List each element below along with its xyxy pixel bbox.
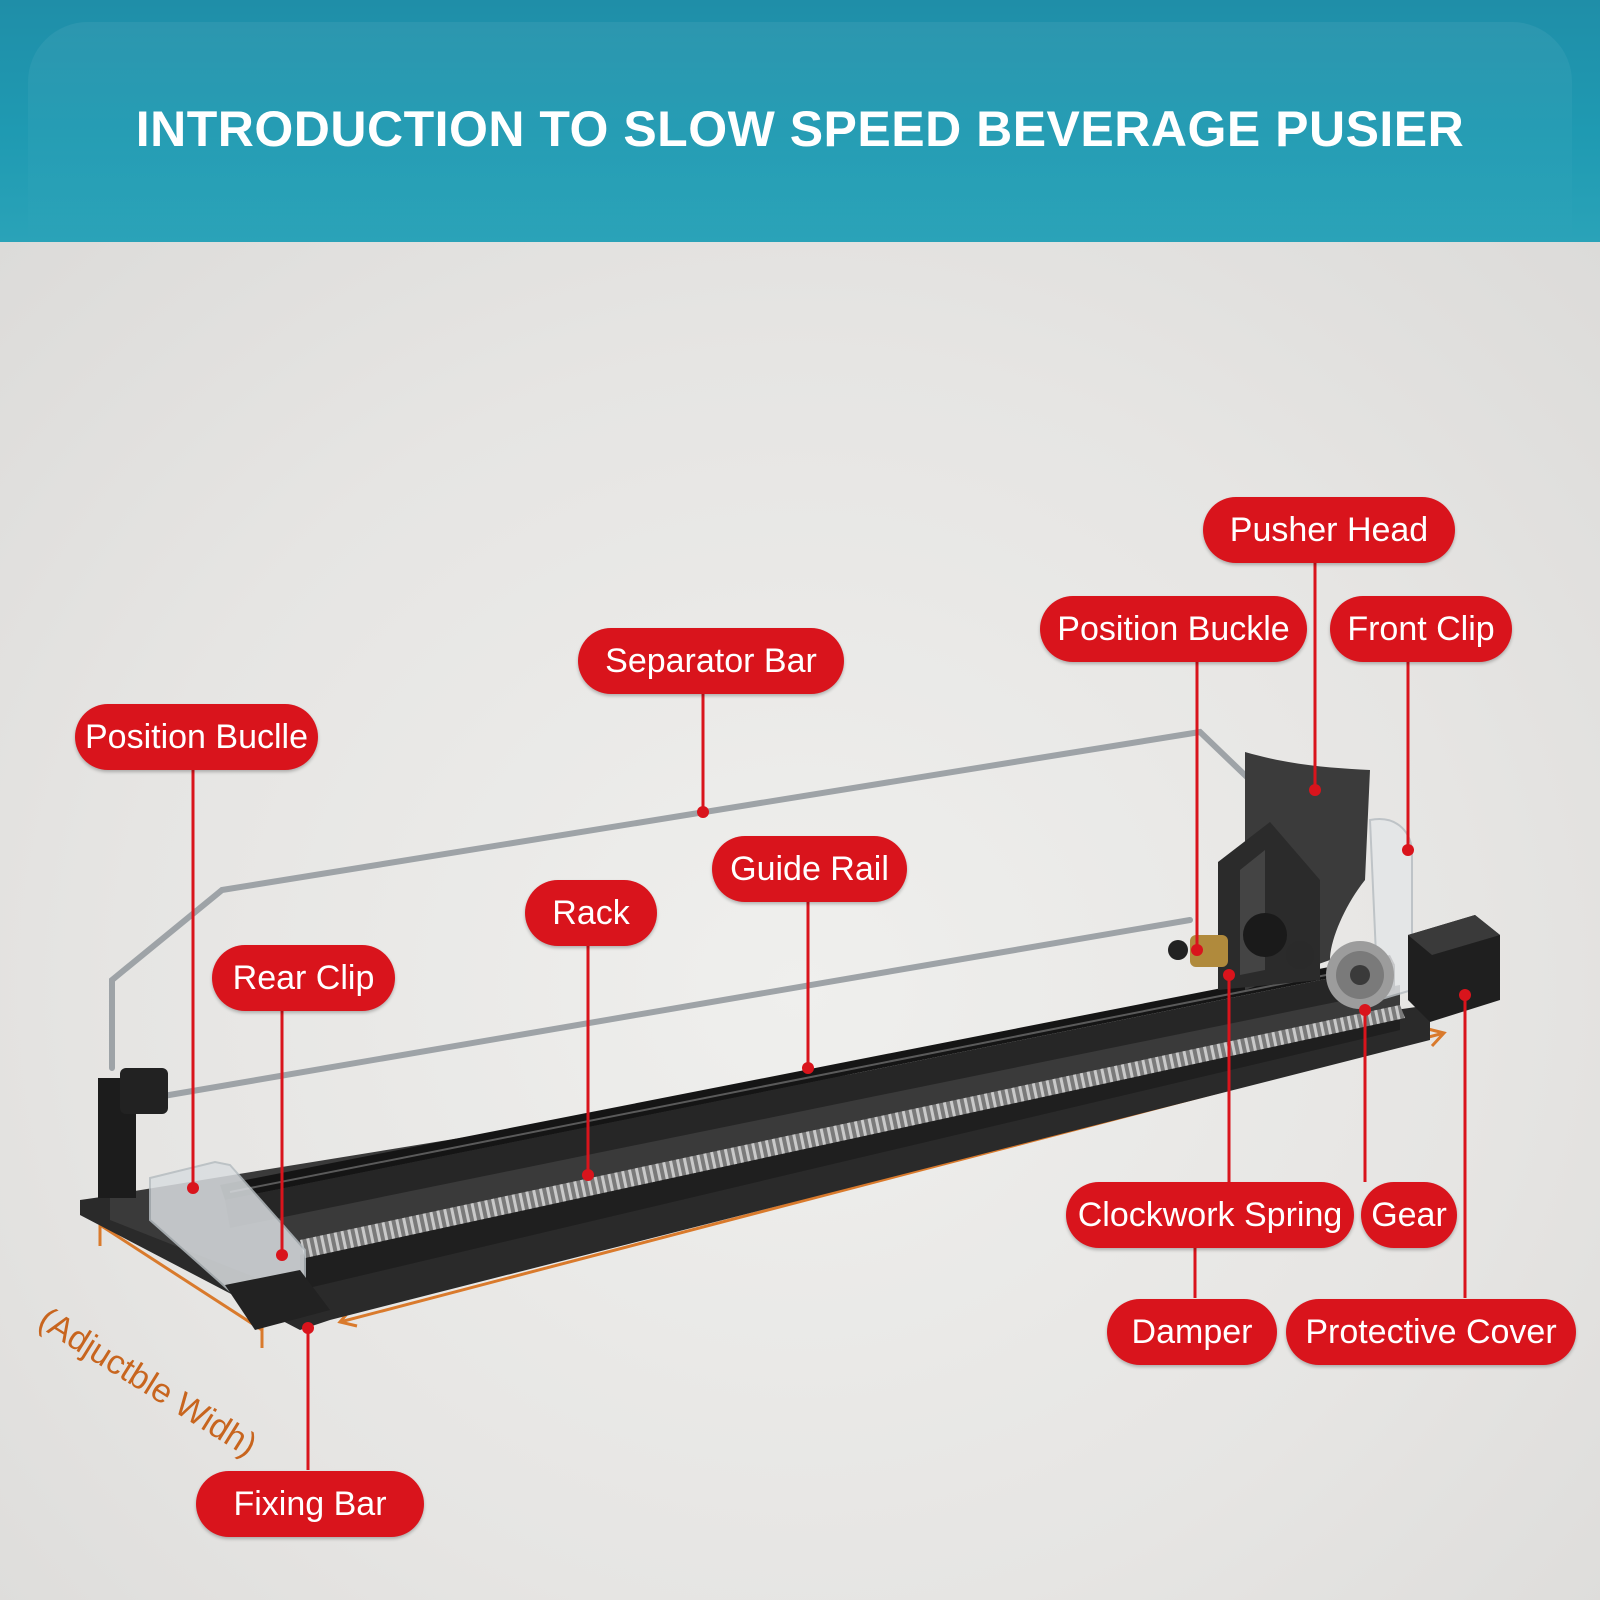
label-rack: Rack [525,880,657,946]
rack [300,1005,1405,1258]
label-protective-cover: Protective Cover [1286,1299,1576,1365]
label-position-bucle: Position Buclle [75,704,318,770]
leader-dots [187,784,1471,1334]
label-rear-clip: Rear Clip [212,945,395,1011]
label-fixing-bar: Fixing Bar [196,1471,424,1537]
clockwork-spring-part [1168,935,1228,967]
header-highlight [28,22,1572,252]
label-separator-bar: Separator Bar [578,628,844,694]
rear-clip-part [149,1160,330,1330]
page-title: INTRODUCTION TO SLOW SPEED BEVERAGE PUSI… [135,101,1465,157]
protective-cover-part [1408,915,1500,1022]
leader-lines [191,563,1467,1470]
rear-end-block [98,1068,168,1198]
header-banner: INTRODUCTION TO SLOW SPEED BEVERAGE PUSI… [0,0,1600,252]
gear-part [1326,941,1394,1009]
label-position-buckle: Position Buckle [1040,596,1307,662]
label-damper: Damper [1107,1299,1277,1365]
label-gear: Gear [1361,1182,1457,1248]
damper-part [1243,913,1314,969]
label-guide-rail: Guide Rail [712,836,907,902]
separator-bar [109,728,1253,1103]
label-clockwork-spring: Clockwork Spring [1066,1182,1354,1248]
label-pusher-head: Pusher Head [1203,497,1455,563]
label-front-clip: Front Clip [1330,596,1512,662]
guide-rail [220,955,1395,1228]
